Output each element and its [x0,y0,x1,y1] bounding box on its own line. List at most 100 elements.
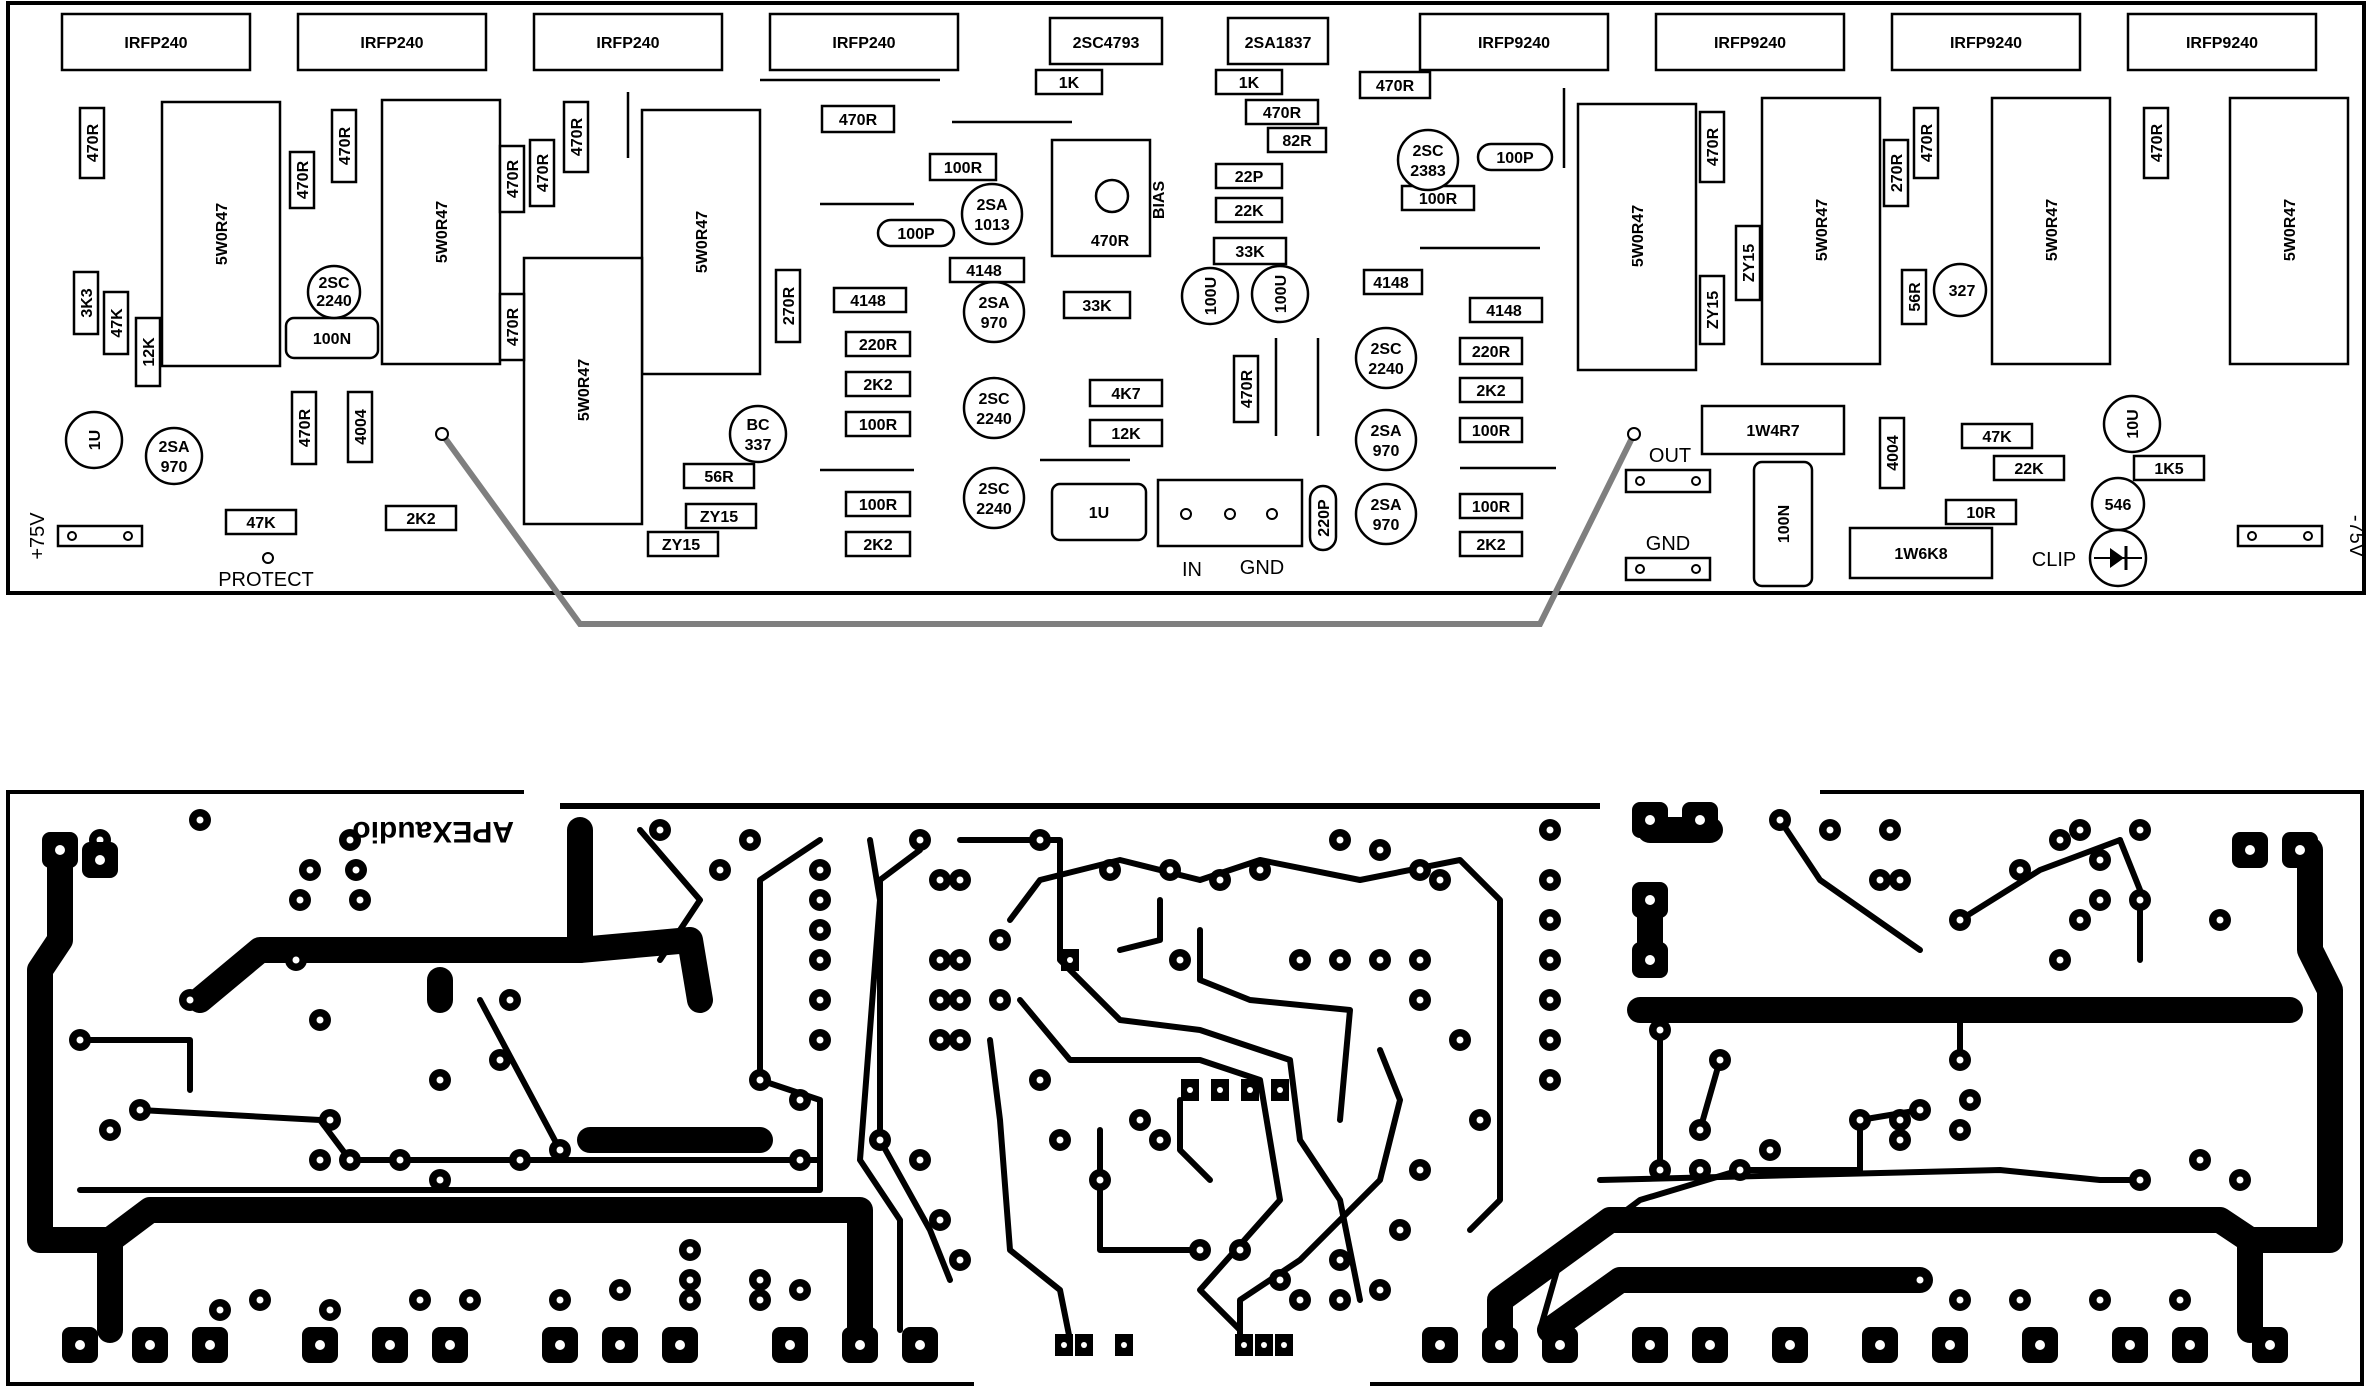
pad-hole [75,1340,85,1350]
diode-label: 4148 [850,293,886,310]
resistor-label: 270R [781,286,798,325]
pad-hole [876,1136,884,1144]
pad-hole [346,1156,354,1164]
diode-label: 4004 [353,409,370,445]
pad-hole [915,1340,925,1350]
pad-hole [1241,1342,1247,1348]
pad-hole [1645,955,1655,965]
pad-hole [186,996,194,1004]
pad-hole [816,926,824,934]
diodes: 4148 4148 4148 4148 4004 4004 ZY15 ZY15 … [346,224,1906,558]
pad-hole [1696,1126,1704,1134]
pad-hole [1476,1116,1484,1124]
resistor-label: 100R [1472,423,1511,440]
pad-hole [1067,957,1073,963]
pad-hole [796,1156,804,1164]
pad-hole [956,996,964,1004]
pad-hole [1416,956,1424,964]
pad-hole [1546,876,1554,884]
pad-hole [1096,1176,1104,1184]
pad-hole [1376,956,1384,964]
pad-hole [855,1340,865,1350]
capacitor-label: 100U [1273,275,1290,313]
protect-label: PROTECT [218,569,314,591]
pad-hole [1036,836,1044,844]
pad-hole [466,1296,474,1304]
resistor-label: 470R [337,126,354,165]
pad-hole [816,1036,824,1044]
copper-board-outline [6,790,2364,1386]
pad-hole [716,866,724,874]
capacitor-label: 100P [1496,150,1534,167]
pad-hole [996,996,1004,1004]
pad-hole [1956,1296,1964,1304]
pad-hole [2265,1340,2275,1350]
pad-hole [1456,1036,1464,1044]
brand-logo: APEXaudio [352,815,514,848]
jumper-marks [626,78,1566,472]
mosfet-label: IRFP240 [124,35,187,52]
pad-hole [756,1276,764,1284]
pad-hole [2136,1176,2144,1184]
pad-hole [316,1156,324,1164]
transistor-label: 2240 [316,293,352,310]
pad-hole [1216,876,1224,884]
capacitor-label: 1U [1089,505,1109,522]
transistor-label: 337 [745,437,772,454]
pad-hole [1296,956,1304,964]
resistor-label: 10R [1966,505,1996,522]
pad-hole [1217,1087,1223,1093]
solder-lugs [56,468,2324,582]
pad-hole [1176,956,1184,964]
pad-hole [1716,1056,1724,1064]
pad-hole [55,845,65,855]
pad-hole [2016,1296,2024,1304]
resistor-label: 470R [1705,127,1722,166]
pad-hole [1277,1087,1283,1093]
pad-hole [1416,1166,1424,1174]
pad-hole [326,1306,334,1314]
resistor-label: 100R [1419,191,1458,208]
led-label: 546 [2105,497,2132,514]
bias-label: BIAS [1151,181,1168,220]
pad-hole [1376,846,1384,854]
pad-hole [1281,1342,1287,1348]
pad-hole [1896,1136,1904,1144]
pad-hole [936,1216,944,1224]
pad-hole [1247,1087,1253,1093]
pad-hole [1886,826,1894,834]
resistor-label: 100R [944,160,983,177]
resistor-label: 470R [2149,123,2166,162]
driver-label: 2SC4793 [1073,35,1140,52]
pad-hole [956,1256,964,1264]
minus-75v-label: -75V [2345,515,2367,558]
resistor-label: 470R [505,307,522,346]
transistor-label: 1013 [974,217,1010,234]
resistor-label: 270R [1889,153,1906,192]
pad-hole [1546,916,1554,924]
pad-hole [1296,1296,1304,1304]
pad-hole [296,896,304,904]
transistor-label: 970 [1373,517,1400,534]
pad-hole [2176,1296,2184,1304]
resistor-label: 100R [859,497,898,514]
resistor-label: 12K [141,337,158,367]
pad-hole [1261,1342,1267,1348]
resistor-label: 82R [1282,133,1312,150]
signal-traces [77,817,2143,1343]
pad-hole [2096,896,2104,904]
pad-hole [2076,826,2084,834]
pad-hole [936,876,944,884]
clip-label: CLIP [2032,549,2076,571]
pad-hole [1916,1276,1924,1284]
pad-hole [346,836,354,844]
in-label: IN [1182,559,1202,581]
pad-hole [1785,1340,1795,1350]
pad-hole [1546,826,1554,834]
pad-hole [2076,916,2084,924]
resistor-label: 470R [839,112,878,129]
pad-hole [936,1036,944,1044]
pad-hole [1736,1166,1744,1174]
pad-hole [1826,826,1834,834]
pad-hole [1916,1106,1924,1114]
